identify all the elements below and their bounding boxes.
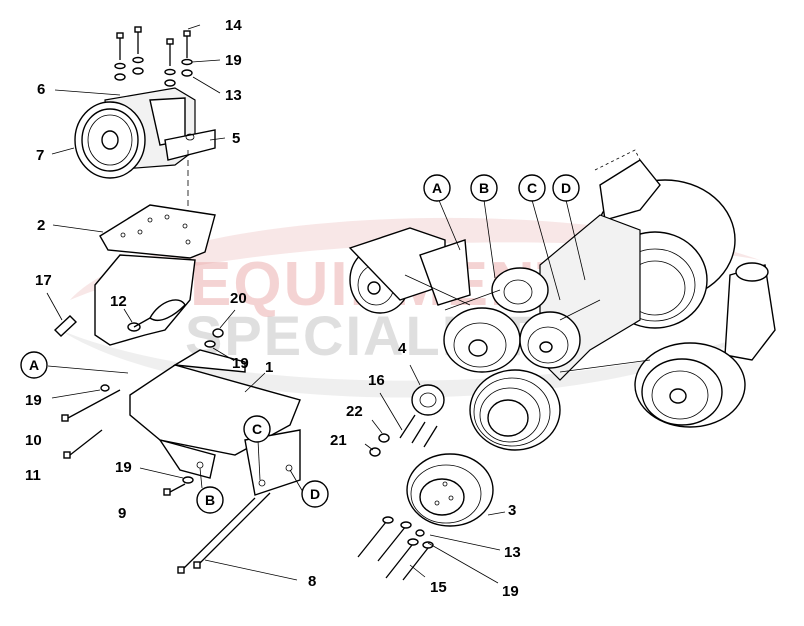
callout-10: 10 <box>25 432 42 449</box>
callout-22: 22 <box>346 403 363 420</box>
callout-9: 9 <box>118 505 126 522</box>
plate-2 <box>99 204 216 259</box>
left-fasteners <box>61 317 224 496</box>
alternator <box>74 87 216 215</box>
callout-8: 8 <box>308 573 316 590</box>
leader-lines <box>46 24 586 584</box>
callout-12: 12 <box>110 293 127 310</box>
callout-13-top: 13 <box>225 87 242 104</box>
bolts-15 <box>357 516 434 581</box>
callout-19-lower: 19 <box>115 459 132 476</box>
callout-19-left: 19 <box>25 392 42 409</box>
callout-13-bottom: 13 <box>504 544 521 561</box>
circled-letters: A B C D A B C D <box>20 174 580 514</box>
callout-19-mid: 19 <box>232 355 249 372</box>
circle-a-left: A <box>29 357 39 373</box>
callout-15: 15 <box>430 579 447 596</box>
circle-a-right: A <box>432 180 442 196</box>
callout-5: 5 <box>232 130 240 147</box>
callout-16: 16 <box>368 372 385 389</box>
callout-2: 2 <box>37 217 45 234</box>
callout-19-top: 19 <box>225 52 242 69</box>
pin-17 <box>53 315 78 337</box>
studs-16 <box>369 414 438 457</box>
circle-c-right: C <box>527 180 537 196</box>
callout-17: 17 <box>35 272 52 289</box>
circle-b-left: B <box>205 492 215 508</box>
callout-7: 7 <box>36 147 44 164</box>
side-bracket <box>94 254 196 346</box>
callout-labels: 14 19 13 6 5 7 2 17 12 20 19 1 19 10 11 … <box>25 17 521 600</box>
long-bolts-8 <box>177 492 271 574</box>
bracket-5 <box>164 129 216 161</box>
pulley-3 <box>406 453 494 527</box>
callout-19-bottom: 19 <box>502 583 519 600</box>
engine-assembly <box>348 149 776 451</box>
circle-d-left: D <box>310 486 320 502</box>
circle-b-right: B <box>479 180 489 196</box>
circle-c-left: C <box>252 421 262 437</box>
callout-1: 1 <box>265 359 273 376</box>
callout-3: 3 <box>508 502 516 519</box>
callout-11: 11 <box>25 467 41 484</box>
callout-20: 20 <box>230 290 247 307</box>
callout-14: 14 <box>225 17 242 34</box>
circle-d-right: D <box>561 180 571 196</box>
callout-6: 6 <box>37 81 45 98</box>
callout-21: 21 <box>330 432 347 449</box>
bolt-set-14 <box>114 26 193 87</box>
callout-4: 4 <box>398 340 407 357</box>
